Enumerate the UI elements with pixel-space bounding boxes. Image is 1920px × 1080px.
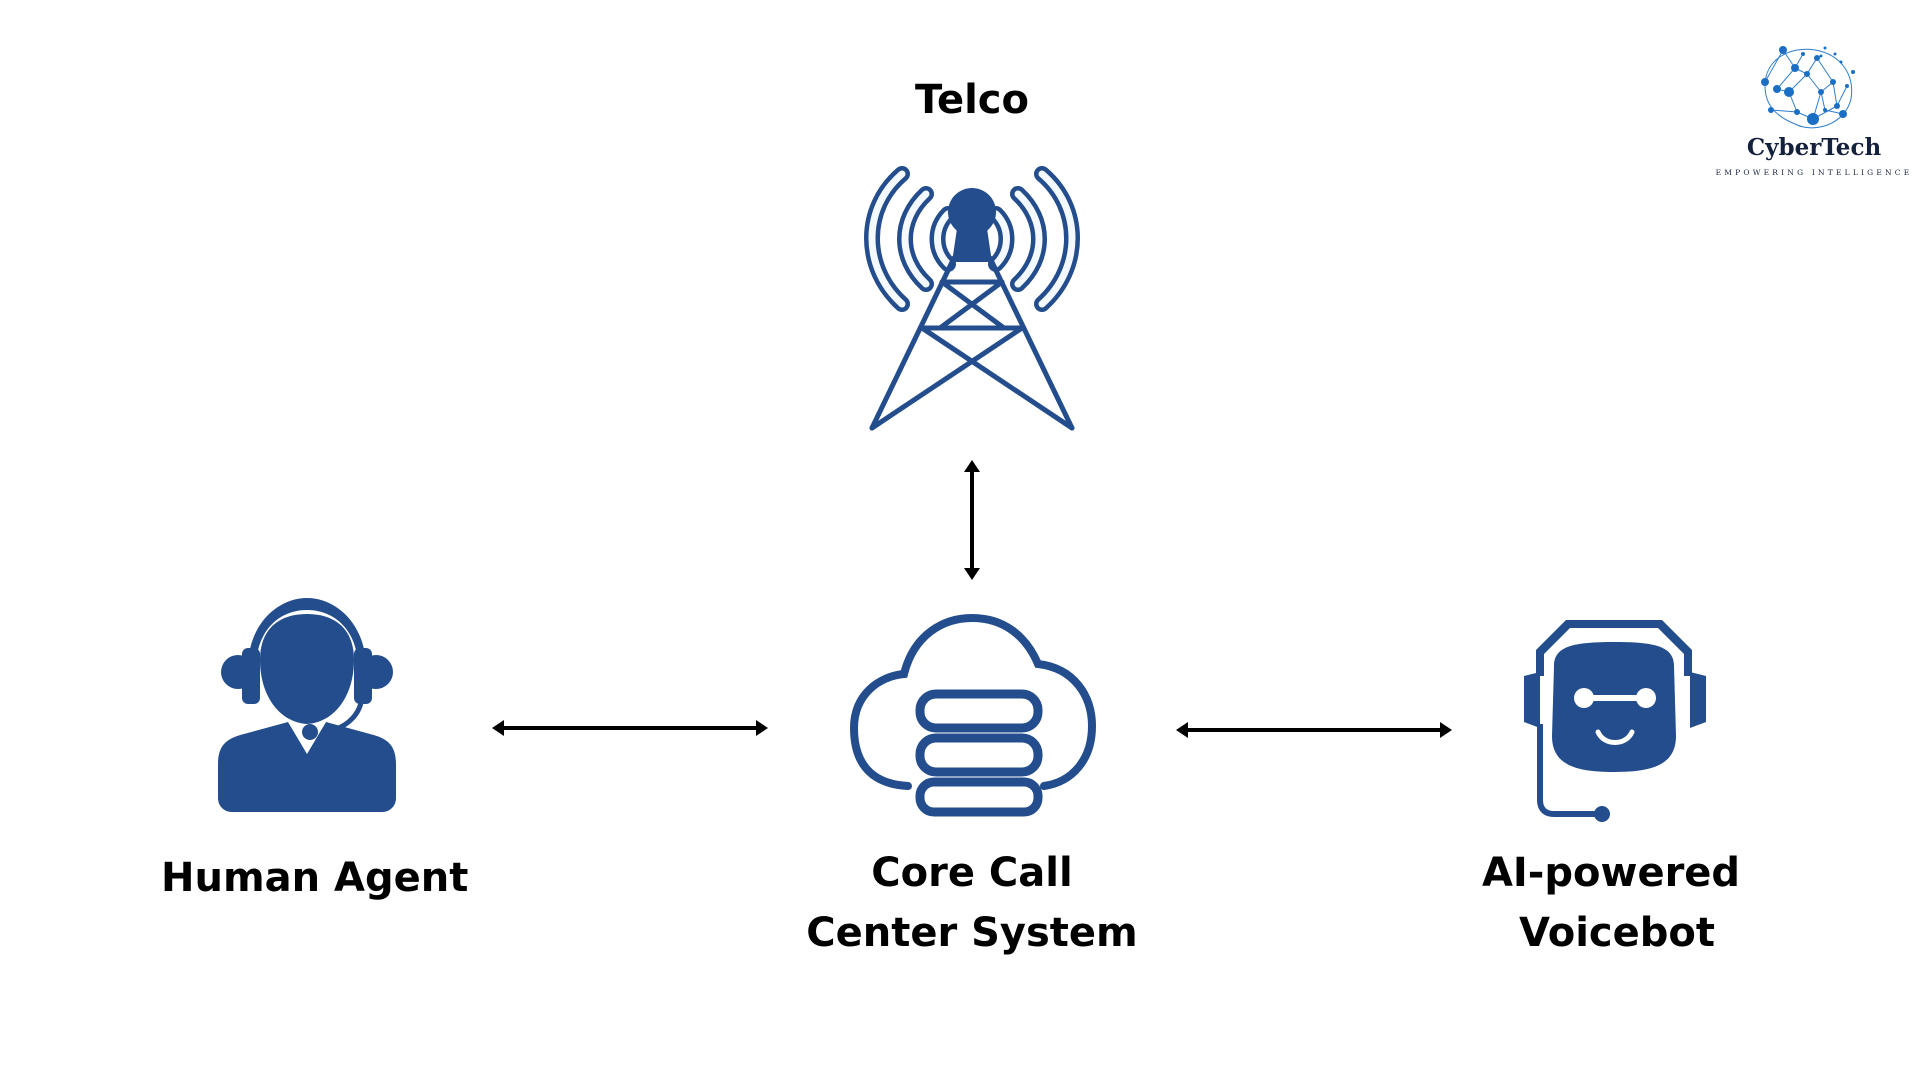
arrow-head-right [756,720,768,736]
bot-label-line2: Voicebot [1518,910,1716,956]
arrow-head-up [964,460,980,472]
robot-headset-icon [1524,620,1706,822]
arrow-head-right [1440,722,1452,738]
logo-tagline: EMPOWERING INTELLIGENCE [1715,168,1913,177]
core-label-line1: Core Call [871,850,1073,896]
telco-label: Telco [914,77,1029,123]
arrow-telco-core [964,460,980,580]
human-agent-label: Human Agent [161,855,469,901]
headset-agent-icon [218,598,396,812]
arrow-core-bot [1176,722,1452,738]
logo-name: CyberTech [1746,134,1882,161]
arrow-head-left [492,720,504,736]
arrow-head-left [1176,722,1188,738]
arrow-human-core [492,720,768,736]
cloud-server-icon [849,613,1097,817]
network-globe-icon [1761,46,1855,129]
core-label-line2: Center System [806,910,1138,956]
bot-label-line1: AI-powered [1481,850,1741,896]
arrow-head-down [964,568,980,580]
cell-tower-icon [864,166,1080,431]
